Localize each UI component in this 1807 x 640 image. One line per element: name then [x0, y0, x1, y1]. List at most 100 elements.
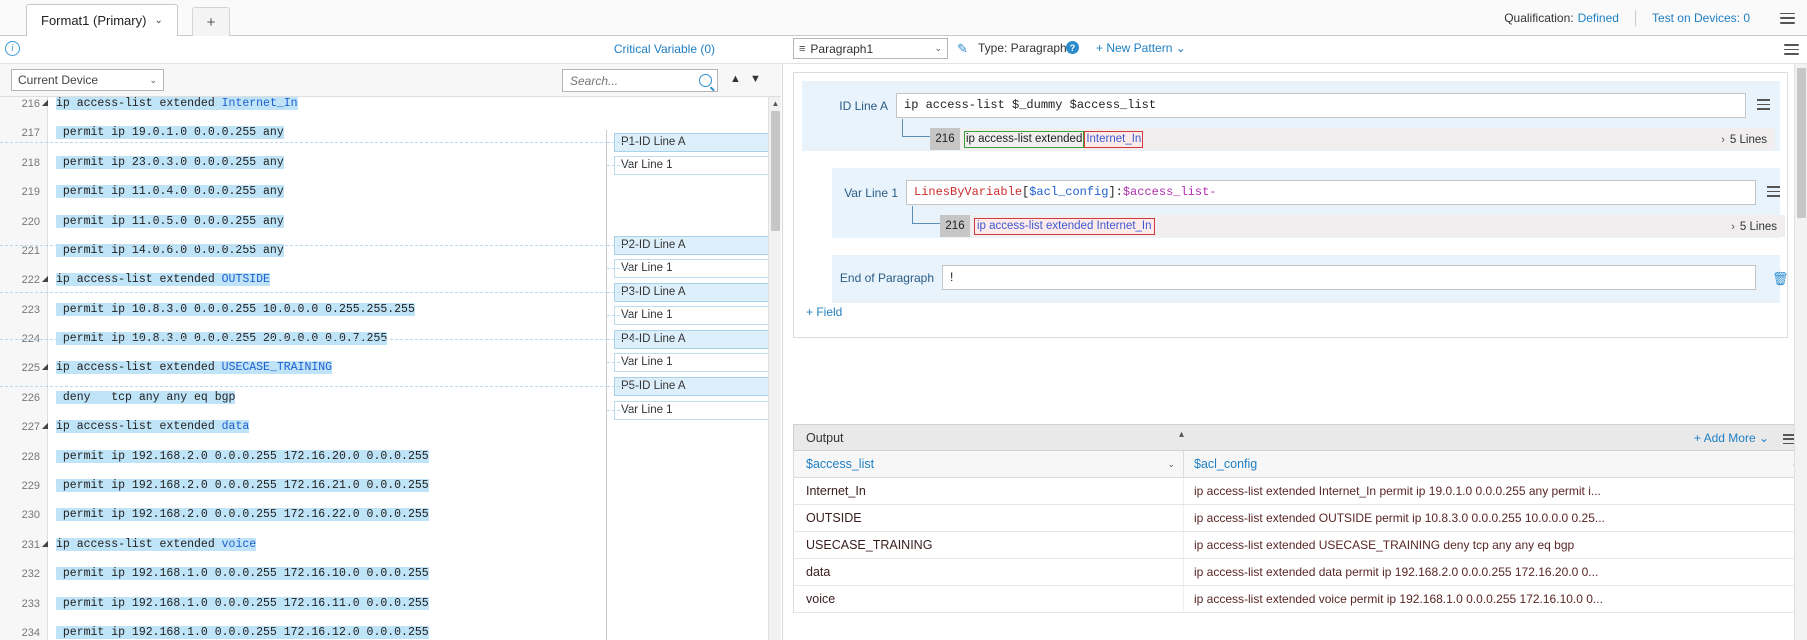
panel-menu-icon[interactable] [1784, 44, 1799, 55]
search-input[interactable] [568, 73, 692, 89]
paragraph-select[interactable]: ≡ Paragraph1 ⌄ [793, 38, 948, 59]
edit-pencil-icon[interactable]: ✎ [957, 41, 971, 55]
config-code-area[interactable]: 216◢ip access-list extended Internet_In2… [0, 97, 781, 640]
search-prev-button[interactable]: ▲ [730, 73, 741, 85]
code-line[interactable]: 229 permit ip 192.168.2.0 0.0.0.255 172.… [0, 479, 781, 494]
help-icon[interactable]: ? [1066, 41, 1079, 54]
table-row[interactable]: Internet_Inip access-list extended Inter… [793, 478, 1807, 505]
code-line[interactable]: 234 permit ip 192.168.1.0 0.0.0.255 172.… [0, 626, 781, 640]
menu-icon[interactable] [1780, 13, 1795, 24]
qualification-status[interactable]: Qualification: Defined [1488, 11, 1635, 25]
code-line[interactable]: 219 permit ip 11.0.4.0 0.0.0.255 any [0, 185, 781, 200]
add-field-button[interactable]: + Field [806, 305, 842, 319]
id-line-menu-icon[interactable] [1757, 99, 1770, 110]
right-panel-scrollbar-thumb[interactable] [1797, 68, 1806, 218]
code-scrollbar[interactable]: ▲ [768, 97, 781, 640]
code-line[interactable]: 233 permit ip 192.168.1.0 0.0.0.255 172.… [0, 597, 781, 612]
code-line-text: permit ip 10.8.3.0 0.0.0.255 10.0.0.0 0.… [56, 303, 415, 318]
new-pattern-button[interactable]: + New Pattern ⌄ [1096, 41, 1186, 55]
code-variable-token: data [222, 420, 250, 433]
fold-toggle-icon[interactable]: ◢ [41, 361, 49, 376]
column-header-acl-config[interactable]: $acl_config ⌄ [1184, 451, 1807, 477]
pattern-container: ID Line A ip access-list $_dummy $access… [793, 72, 1788, 338]
table-row[interactable]: USECASE_TRAININGip access-list extended … [793, 532, 1807, 559]
device-select[interactable]: Current Device ⌄ [11, 69, 164, 91]
id-line-input[interactable]: ip access-list $_dummy $access_list [896, 93, 1746, 118]
code-line-text: permit ip 192.168.2.0 0.0.0.255 172.16.2… [56, 508, 429, 523]
code-line[interactable]: 231◢ip access-list extended voice [0, 538, 781, 553]
code-variable-token: Internet_In [222, 97, 298, 110]
function-token: LinesByVariable [914, 185, 1022, 199]
var-line-input[interactable]: LinesByVariable[$acl_config]:$access_lis… [906, 180, 1756, 205]
code-line[interactable]: 220 permit ip 11.0.5.0 0.0.0.255 any [0, 215, 781, 230]
var-line-match-row[interactable]: 216 ip access-list extended Internet_In … [940, 215, 1785, 237]
scroll-up-icon[interactable]: ▲ [770, 98, 781, 109]
line-number: 229 [0, 479, 40, 494]
code-line[interactable]: 223 permit ip 10.8.3.0 0.0.0.255 10.0.0.… [0, 303, 781, 318]
var-line-expand-button[interactable]: › 5 Lines [1731, 217, 1777, 237]
add-more-button[interactable]: + Add More ⌄ [1694, 431, 1769, 445]
cell-access-list: Internet_In [794, 478, 1184, 504]
code-line[interactable]: 230 permit ip 192.168.2.0 0.0.0.255 172.… [0, 508, 781, 523]
code-line[interactable]: 226 deny tcp any any eq bgp [0, 391, 781, 406]
cell-acl-config: ip access-list extended data permit ip 1… [1184, 559, 1807, 585]
code-line[interactable]: 232 permit ip 192.168.1.0 0.0.0.255 172.… [0, 567, 781, 582]
right-panel-scrollbar[interactable] [1794, 64, 1807, 640]
type-label: Type: Paragraph [978, 41, 1067, 55]
plus-icon: + [207, 14, 216, 31]
code-line[interactable]: 224 permit ip 10.8.3.0 0.0.0.255 20.0.0.… [0, 332, 781, 347]
output-table-header: $access_list ⌄ $acl_config ⌄ [793, 451, 1807, 478]
code-line[interactable]: 217 permit ip 19.0.1.0 0.0.0.255 any [0, 126, 781, 141]
table-row[interactable]: dataip access-list extended data permit … [793, 559, 1807, 586]
var-line-menu-icon[interactable] [1767, 186, 1780, 197]
chevron-down-icon[interactable]: ⌄ [1167, 459, 1175, 470]
pattern-fields-area: ID Line A ip access-list $_dummy $access… [783, 64, 1807, 355]
fold-toggle-icon[interactable]: ◢ [41, 273, 49, 288]
line-number: 219 [0, 185, 40, 200]
chevron-down-icon[interactable]: ⌄ [154, 16, 162, 26]
device-select-value: Current Device [18, 73, 98, 87]
search-box[interactable] [562, 69, 718, 92]
code-line[interactable]: 218 permit ip 23.0.3.0 0.0.0.255 any [0, 156, 781, 171]
cell-access-list: data [794, 559, 1184, 585]
tab-format1[interactable]: Format1 (Primary) ⌄ [26, 4, 178, 36]
code-line[interactable]: 227◢ip access-list extended data [0, 420, 781, 435]
critical-variable-link[interactable]: Critical Variable (0) [614, 42, 715, 56]
fold-toggle-icon[interactable]: ◢ [41, 97, 49, 112]
line-number: 230 [0, 508, 40, 523]
var-line-block: Var Line 1 LinesByVariable[$acl_config]:… [832, 168, 1780, 238]
fold-toggle-icon[interactable]: ◢ [41, 420, 49, 435]
match-token-variable: Internet_In [1084, 131, 1143, 148]
code-line-text: permit ip 11.0.4.0 0.0.0.255 any [56, 185, 284, 200]
id-line-match-row[interactable]: 216 ip access-list extendedInternet_In ›… [930, 128, 1775, 150]
id-line-expand-button[interactable]: › 5 Lines [1721, 130, 1767, 150]
code-line[interactable]: 222◢ip access-list extended OUTSIDE [0, 273, 781, 288]
delete-icon[interactable]: 🗑 [1772, 271, 1785, 286]
fold-toggle-icon[interactable]: ◢ [41, 538, 49, 553]
info-icon[interactable]: i [5, 41, 20, 56]
cell-acl-config: ip access-list extended voice permit ip … [1184, 586, 1807, 612]
config-toolbar: Current Device ⌄ ▲ ▼ [0, 64, 781, 97]
variable-token: $acl_config [1029, 185, 1108, 199]
line-number: 216 [0, 97, 40, 112]
search-next-button[interactable]: ▼ [750, 73, 761, 85]
test-on-devices-link[interactable]: Test on Devices: 0 [1636, 11, 1766, 25]
collapse-icon[interactable]: ▴ [1179, 429, 1184, 440]
pattern-editor-panel: ID Line A ip access-list $_dummy $access… [782, 64, 1807, 640]
line-number: 217 [0, 126, 40, 141]
code-line[interactable]: 228 permit ip 192.168.2.0 0.0.0.255 172.… [0, 450, 781, 465]
add-tab-button[interactable]: + [192, 7, 230, 36]
code-line-text: ip access-list extended voice [56, 538, 256, 553]
match-token-variable: ip access-list extended Internet_In [974, 218, 1155, 235]
column-header-access-list[interactable]: $access_list ⌄ [794, 451, 1184, 477]
table-row[interactable]: OUTSIDEip access-list extended OUTSIDE p… [793, 505, 1807, 532]
code-line[interactable]: 216◢ip access-list extended Internet_In [0, 97, 781, 112]
search-icon[interactable] [699, 74, 712, 87]
end-of-paragraph-input[interactable]: ! [942, 265, 1756, 290]
table-row[interactable]: voiceip access-list extended voice permi… [793, 586, 1807, 613]
code-line[interactable]: 225◢ip access-list extended USECASE_TRAI… [0, 361, 781, 376]
line-number: 225 [0, 361, 40, 376]
line-number: 222 [0, 273, 40, 288]
code-line[interactable]: 221 permit ip 14.0.6.0 0.0.0.255 any [0, 244, 781, 259]
code-scrollbar-thumb[interactable] [771, 111, 780, 231]
